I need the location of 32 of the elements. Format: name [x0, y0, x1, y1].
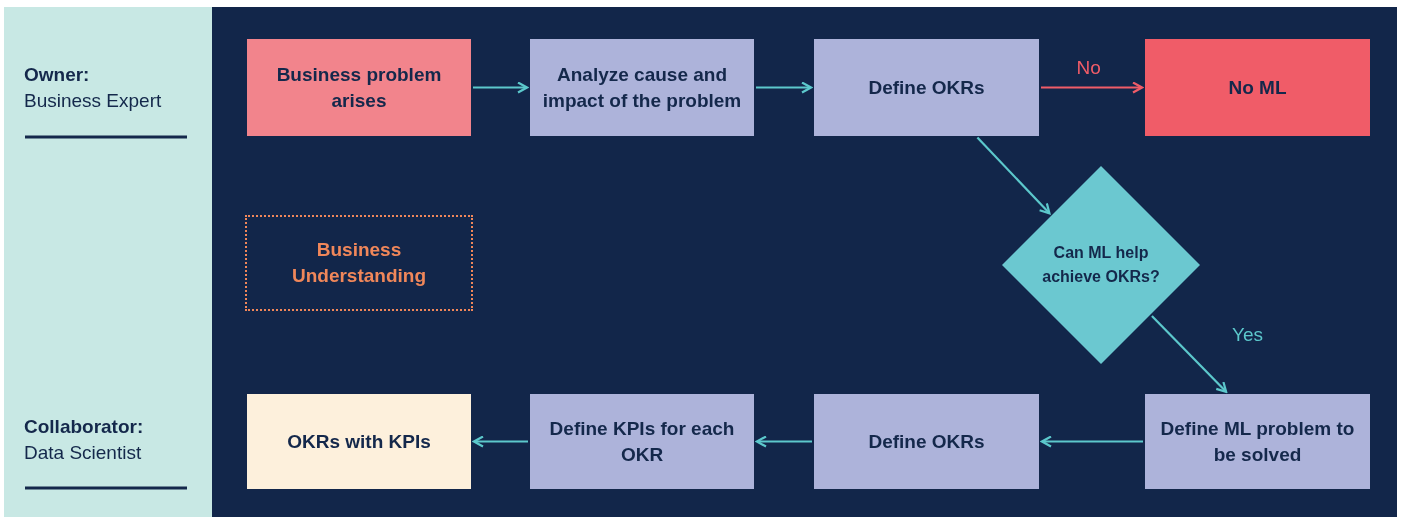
arrow [976, 136, 1051, 215]
arrow [1041, 81, 1144, 94]
node-text: Define OKRs [868, 75, 985, 100]
node-text: No ML [1228, 75, 1287, 100]
node-text: Can ML help achieve OKRs? [1041, 243, 1161, 287]
lane-label: Owner: [24, 64, 90, 86]
arrow [473, 81, 529, 94]
arrow [1040, 435, 1143, 448]
arrow [1151, 315, 1228, 393]
node-text: Business Understanding [290, 238, 428, 288]
node-text: Define OKRs [868, 429, 985, 454]
process-box [814, 394, 1039, 489]
arrow [755, 435, 812, 448]
node-text: Analyze cause and impact of the problem [541, 62, 743, 113]
node-text: Define KPIs for each OKR [548, 416, 736, 467]
arrow [472, 435, 528, 448]
node-text: Define ML problem to be solved [1159, 416, 1356, 467]
node-text: OKRs with KPIs [287, 429, 431, 454]
process-box [814, 39, 1039, 136]
process-box [247, 39, 471, 136]
process-box [1145, 39, 1370, 136]
phase-label-box [245, 215, 473, 311]
decision-diamond [1002, 166, 1200, 364]
lane-label: Business Expert [24, 90, 162, 112]
node-text: Business problem arises [275, 62, 443, 113]
process-box [530, 39, 754, 136]
process-box [247, 394, 471, 489]
arrow [756, 81, 813, 94]
process-box [530, 394, 754, 489]
process-box [1145, 394, 1370, 489]
lane-label: Data Scientist [24, 442, 142, 464]
lane-label: Collaborator: [24, 416, 144, 438]
